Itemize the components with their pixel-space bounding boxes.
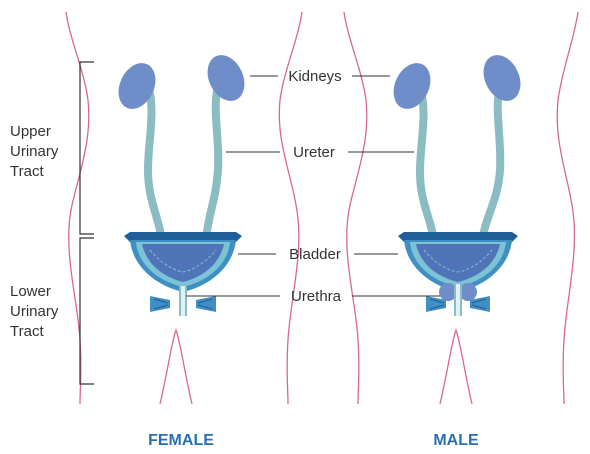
female-caption: FEMALE	[148, 432, 214, 449]
upper-tract-line-1: Upper	[10, 123, 51, 140]
bladder-label: Bladder	[289, 246, 341, 263]
male-caption: MALE	[433, 432, 479, 449]
male-urinary-system	[386, 49, 527, 316]
upper-tract-bracket	[80, 62, 94, 234]
male-urethra	[426, 283, 490, 316]
female-right-kidney	[200, 49, 251, 107]
upper-tract-label: Upper Urinary Tract	[10, 123, 63, 180]
female-urethra	[150, 286, 216, 316]
male-bladder	[398, 232, 518, 292]
female-urinary-system	[111, 49, 251, 316]
male-right-ureter	[482, 86, 500, 240]
male-left-ureter	[420, 88, 434, 240]
lower-tract-line-3: Tract	[10, 323, 44, 340]
upper-tract-line-2: Urinary	[10, 143, 59, 160]
female-bladder	[124, 232, 242, 292]
lower-tract-line-2: Urinary	[10, 303, 59, 320]
lower-tract-line-1: Lower	[10, 283, 51, 300]
male-body-outline	[344, 12, 578, 404]
lower-tract-label: Lower Urinary Tract	[10, 283, 63, 340]
female-right-ureter	[206, 86, 218, 240]
male-left-kidney	[386, 57, 437, 115]
female-body-outline	[66, 12, 302, 404]
male-right-kidney	[476, 49, 527, 107]
female-left-ureter	[148, 86, 162, 240]
upper-tract-line-3: Tract	[10, 163, 44, 180]
urethra-label: Urethra	[291, 288, 342, 305]
ureter-label: Ureter	[293, 144, 335, 161]
lower-tract-bracket	[80, 238, 94, 384]
kidneys-label: Kidneys	[288, 68, 341, 85]
